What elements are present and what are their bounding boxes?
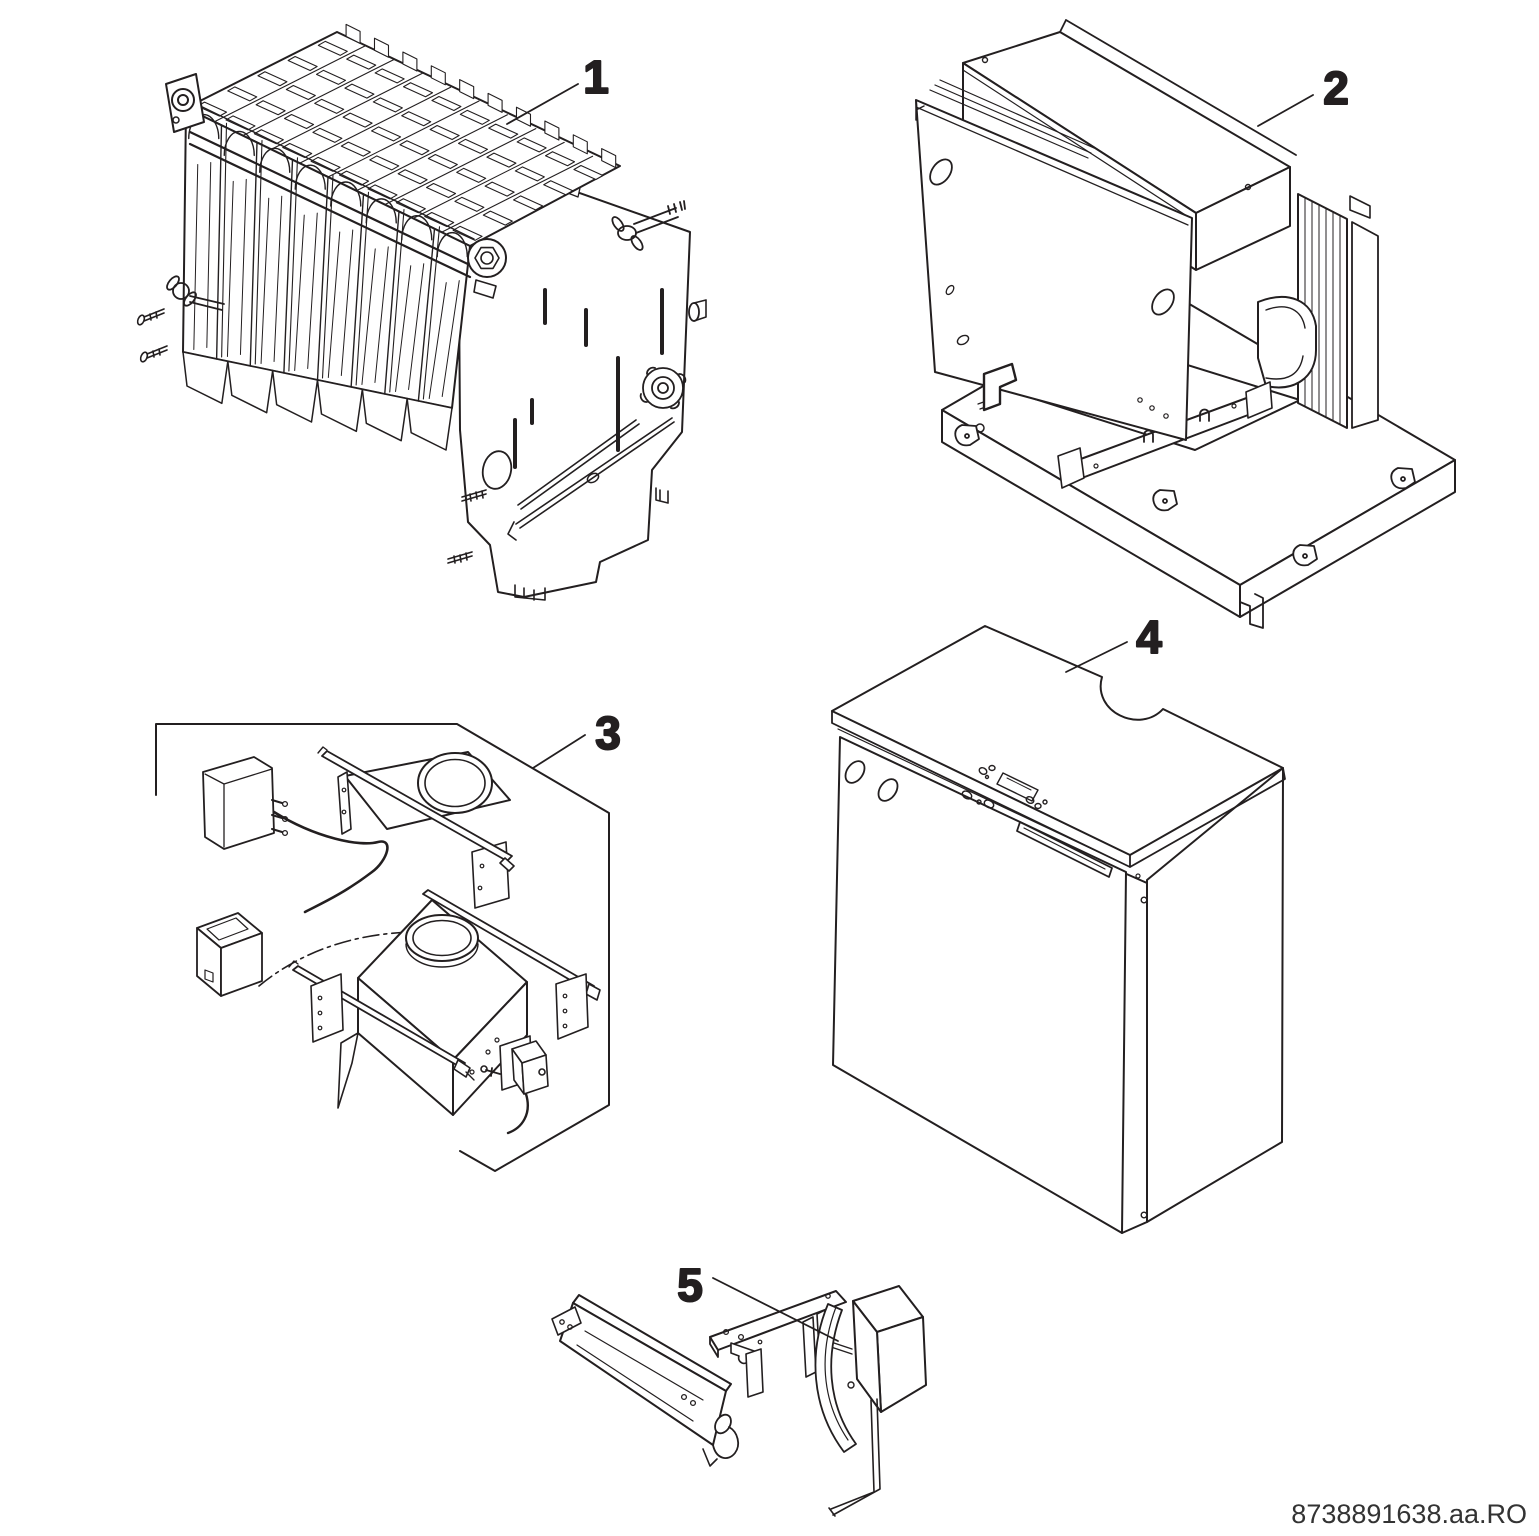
casing-right-face — [1146, 767, 1284, 1223]
support-struts — [507, 417, 675, 601]
callout-5-label: 5 — [677, 1259, 703, 1311]
wing-knob — [166, 275, 225, 311]
triangle-bracket — [709, 1290, 847, 1398]
casing-lid — [831, 625, 1284, 856]
end-plate — [457, 149, 691, 598]
part-1-heat-exchanger-block — [136, 23, 707, 601]
draught-hood — [288, 889, 601, 1116]
cable-grommet — [844, 760, 866, 784]
part-2-combustion-chamber-assembly — [915, 19, 1456, 629]
group-border — [155, 723, 610, 1172]
upper-flue-plate — [317, 746, 515, 909]
curved-duct — [1257, 295, 1317, 389]
callout-3-label: 3 — [595, 707, 621, 759]
stud-wing-nut — [611, 200, 686, 251]
part-5-burner-assembly — [551, 1285, 927, 1517]
document-code: 8738891638.aa.RO — [1291, 1499, 1527, 1529]
actuator-cable — [506, 1092, 529, 1135]
damper-actuator — [480, 1035, 549, 1135]
callout-3-leader — [532, 734, 586, 769]
burner-rail-plate — [551, 1294, 740, 1467]
bent-rod — [828, 1398, 881, 1517]
callout-2-label: 2 — [1323, 62, 1349, 114]
cross-knob — [639, 366, 687, 410]
control-box — [202, 756, 389, 914]
centerline — [258, 931, 421, 987]
cable-grommet — [877, 778, 899, 802]
cable — [272, 810, 389, 914]
callout-1-leader — [506, 83, 579, 125]
callout-5-leader — [712, 1277, 839, 1342]
fin-grid — [196, 23, 617, 241]
z-bracket — [982, 362, 1018, 412]
control-panel — [961, 764, 1048, 810]
base-clips — [954, 424, 1416, 567]
part-3-flue-hood-kit — [155, 723, 610, 1172]
bottom-bracket — [1057, 381, 1273, 489]
callout-1-label: 1 — [583, 51, 609, 103]
front-hub-bolt — [467, 238, 507, 299]
front-left-panel — [915, 99, 1193, 441]
callout-4-leader — [1065, 641, 1128, 673]
callout-4-label: 4 — [1136, 611, 1162, 663]
plate-screws — [447, 489, 487, 564]
junction-box — [196, 912, 263, 997]
front-sections — [182, 113, 468, 451]
sector-cam — [814, 1303, 857, 1453]
left-screws — [136, 308, 168, 363]
part-4-casing — [831, 625, 1286, 1234]
callout-2-leader — [1257, 94, 1314, 127]
sector-and-motor — [802, 1285, 927, 1517]
plate-slots — [513, 288, 664, 469]
handle-slot — [1016, 821, 1113, 878]
callouts: 1 2 3 4 5 — [506, 50, 1350, 1342]
